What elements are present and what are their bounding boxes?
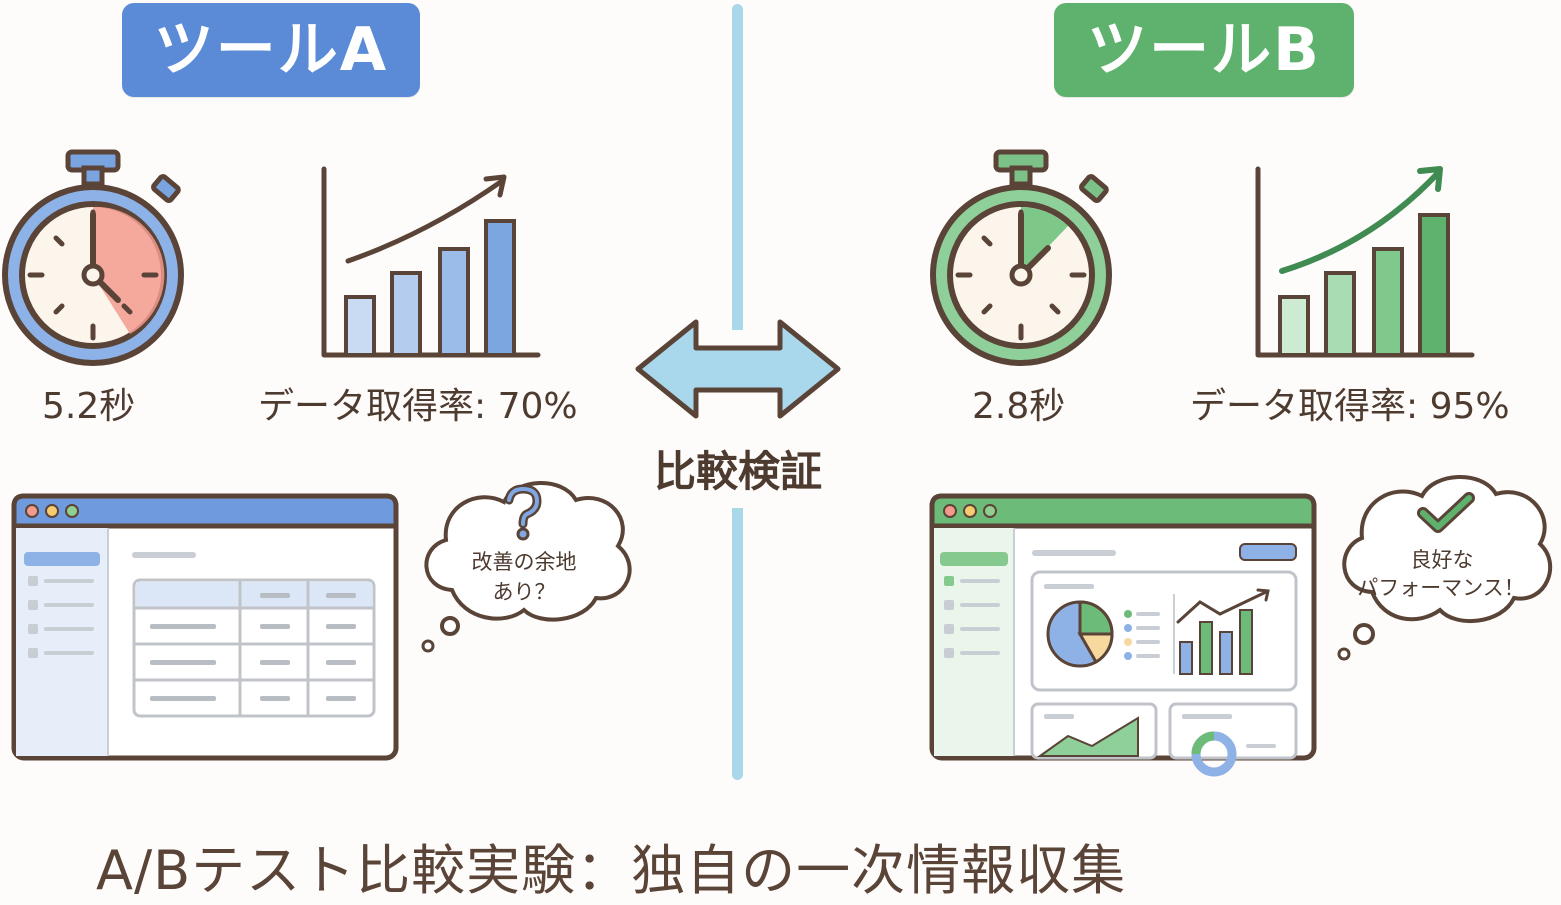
dashboard-window-icon [929,493,1317,777]
app-window-icon [11,493,399,761]
tool-b-bubble-line2: パフォーマンス！ [1357,576,1525,600]
bar-chart-icon [1255,166,1475,358]
center-label: 比較検証 [653,447,822,496]
thought-bubble-b [1337,475,1552,661]
tool-a-bubble-line2: あり？ [492,580,556,604]
tool-b-data-rate: データ取得率: 95% [1190,386,1510,427]
tool-a-time: 5.2秒 [42,386,136,427]
stopwatch-icon [930,149,1112,366]
tool-a-badge: ツールA [122,3,420,97]
question-mark-icon [504,484,542,541]
footer-title: A/Bテスト比較実験：独自の一次情報収集 [96,839,1127,902]
tool-b-bubble-line1: 良好な [1410,548,1474,572]
stopwatch-icon [2,149,184,366]
double-arrow-icon [635,319,841,419]
tool-a-bubble-line1: 改善の余地 [471,550,577,574]
thought-bubble-a [421,481,632,653]
tool-b-time: 2.8秒 [972,386,1066,427]
bar-chart-icon [321,166,541,358]
tool-a-data-rate: データ取得率: 70% [258,386,578,427]
check-mark-icon [1417,492,1475,533]
tool-b-badge: ツールB [1054,3,1354,97]
